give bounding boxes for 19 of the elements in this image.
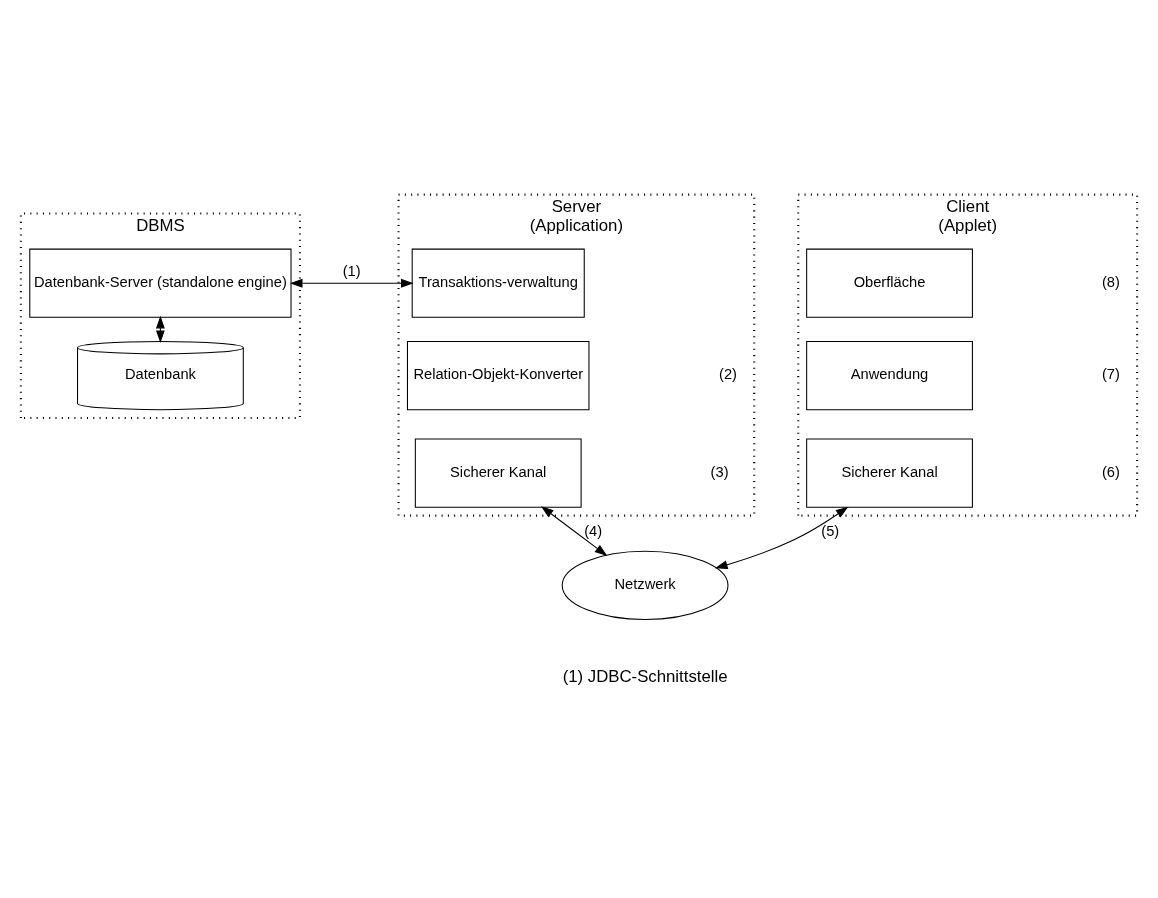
node-box: Relation-Objekt-Konverter [406, 340, 590, 411]
node-box: Anwendung [806, 340, 973, 411]
arrow [541, 506, 608, 556]
edge-label: (5) [821, 522, 840, 539]
node-box: Sicherer Kanal [414, 438, 582, 508]
node-box: Datenbank-Server (standalone engine) [29, 248, 292, 318]
node-box: Sicherer Kanal [806, 438, 973, 508]
node-box: Transaktions-verwaltung [411, 248, 585, 318]
label: (6) [1101, 464, 1120, 481]
label: (3) [710, 464, 729, 481]
label: (8) [1101, 274, 1120, 291]
arrow [289, 278, 414, 288]
node-box: Oberfläche [806, 248, 973, 318]
label: (7) [1101, 366, 1120, 383]
arrow [715, 506, 849, 569]
label: (1) JDBC-Schnittstelle [562, 666, 728, 686]
label: (2) [719, 366, 737, 383]
edge-label: (4) [584, 522, 603, 539]
edge-label: (1) [342, 263, 361, 280]
